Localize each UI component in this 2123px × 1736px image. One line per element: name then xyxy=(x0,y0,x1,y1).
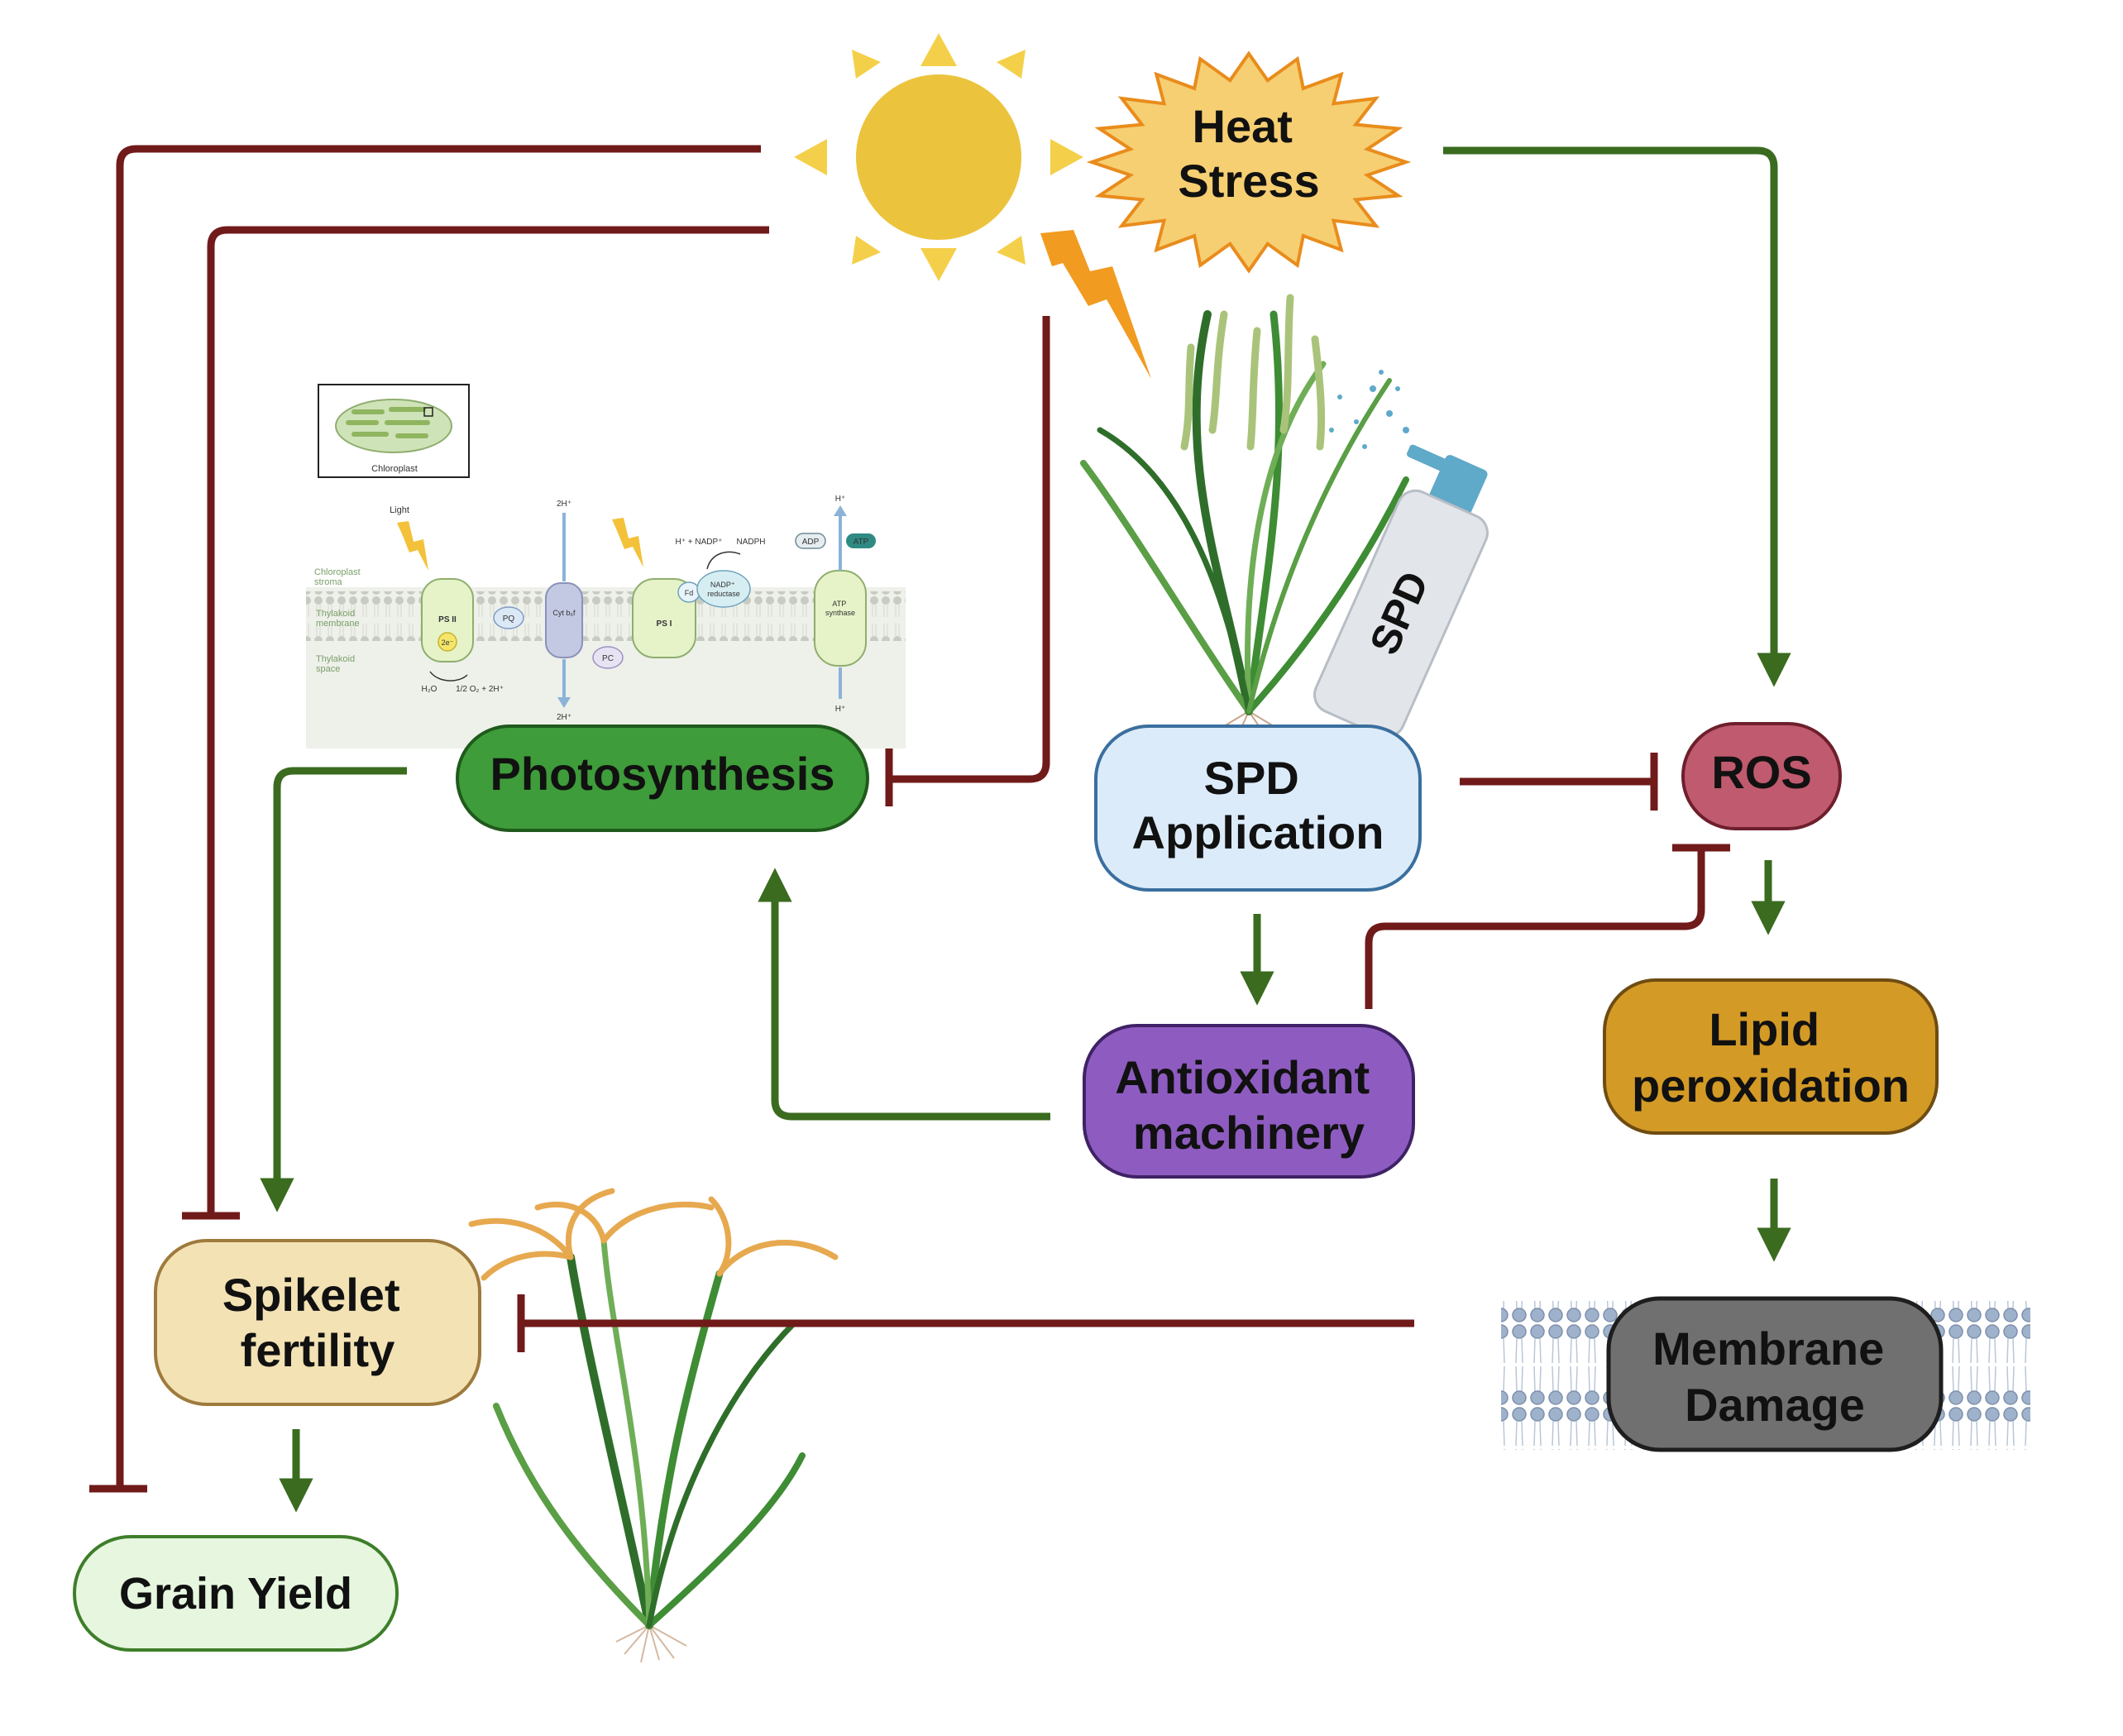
heat-stress-badge xyxy=(1086,50,1412,274)
membrane-damage-label: Membrane Damage xyxy=(1652,1322,1897,1431)
pc-label: PC xyxy=(602,654,614,663)
water-label: H₂O xyxy=(422,685,438,694)
oxygen-label: 1/2 O₂ + 2H⁺ xyxy=(456,685,504,694)
pq-label: PQ xyxy=(503,615,515,624)
pc-carrier xyxy=(592,646,624,669)
heat-inhibits-photosynthesis xyxy=(889,316,1050,783)
thylakoid-membrane xyxy=(306,591,906,641)
node-spd-application: SPD Application xyxy=(1094,725,1422,892)
light-bolt-1-icon xyxy=(397,521,428,571)
node-antioxidant-machinery: Antioxidant machinery xyxy=(1083,1024,1415,1179)
rice-plant-with-spray-icon: SPD xyxy=(1080,294,1489,739)
electron-label: 2e⁻ xyxy=(442,638,454,647)
chloroplast-inset: Chloroplast Chloroplast stroma Thylakoid… xyxy=(306,384,906,748)
ps2-label: PS II xyxy=(438,615,457,624)
membrane-label: Thylakoid membrane xyxy=(316,609,360,629)
nadp-reaction-label: H⁺ + NADP⁺ xyxy=(676,538,723,547)
heat-stress-label: Heat Stress xyxy=(1178,100,1319,207)
antioxidant-activates-photosynthesis xyxy=(758,868,1050,1121)
sun-inhibits-spikelet xyxy=(207,226,769,1216)
h-top-cyt-label: 2H⁺ xyxy=(557,500,571,509)
ps1-complex xyxy=(632,578,696,658)
atp-badge xyxy=(846,533,876,548)
light-bolt-2-icon xyxy=(612,518,643,567)
ps2-complex xyxy=(421,578,474,662)
atp-label: ATP xyxy=(854,538,869,547)
space-label: Thylakoid space xyxy=(316,654,357,674)
node-membrane-damage: Membrane Damage xyxy=(1606,1296,1944,1452)
spd-application-label: SPD Application xyxy=(1132,752,1384,858)
atp-synthase xyxy=(814,570,867,667)
ros-label: ROS xyxy=(1711,746,1811,798)
grain-yield-label: Grain Yield xyxy=(119,1569,352,1619)
node-photosynthesis: Photosynthesis xyxy=(456,725,869,832)
sun-inhibits-grain-yield xyxy=(116,145,761,1489)
node-grain-yield: Grain Yield xyxy=(73,1535,399,1652)
node-spikelet-fertility: Spikelet fertility xyxy=(154,1239,481,1406)
adp-label: ADP xyxy=(802,538,820,547)
atp-synthase-label: ATP synthase xyxy=(825,600,855,617)
cytb6f-complex xyxy=(545,582,583,658)
spikelet-fertility-label: Spikelet fertility xyxy=(222,1269,413,1376)
photosynthesis-activates-spikelet xyxy=(260,767,407,1212)
rice-plant-with-grains-icon xyxy=(468,1188,839,1663)
node-lipid-peroxidation: Lipid peroxidation xyxy=(1603,978,1939,1135)
h-bottom-cyt-label: 2H⁺ xyxy=(557,713,571,722)
sun-icon xyxy=(794,33,1083,281)
antioxidant-machinery-label: Antioxidant machinery xyxy=(1115,1051,1383,1159)
electron-icon xyxy=(438,632,457,652)
lipid-peroxidation-label: Lipid peroxidation xyxy=(1632,1003,1910,1112)
photosynthesis-label: Photosynthesis xyxy=(490,748,835,800)
h-bottom-atp-label: H⁺ xyxy=(835,705,846,714)
ps1-label: PS I xyxy=(657,619,672,629)
node-ros: ROS xyxy=(1681,722,1842,830)
spray-bottle-icon: SPD xyxy=(1313,444,1489,739)
fd-label: Fd xyxy=(685,589,694,597)
connectors xyxy=(89,145,1791,1513)
cytb6f-label: Cyt b₆f xyxy=(552,609,576,617)
sun-disk xyxy=(856,74,1021,240)
nadp-reductase xyxy=(696,570,751,608)
lightning-icon xyxy=(1040,230,1151,379)
pq-carrier xyxy=(493,606,524,629)
chloroplast-label: Chloroplast xyxy=(371,464,418,474)
sun-rays xyxy=(794,33,1083,281)
stroma-label: Chloroplast stroma xyxy=(314,567,363,587)
nadp-reductase-label: NADP⁺ reductase xyxy=(707,581,740,598)
nadph-label: NADPH xyxy=(736,538,765,547)
h-top-atp-label: H⁺ xyxy=(835,495,846,504)
heat-activates-ros xyxy=(1443,146,1791,687)
antioxidant-inhibits-ros xyxy=(1365,848,1705,1009)
light-label: Light xyxy=(390,505,409,515)
adp-badge xyxy=(795,533,826,549)
